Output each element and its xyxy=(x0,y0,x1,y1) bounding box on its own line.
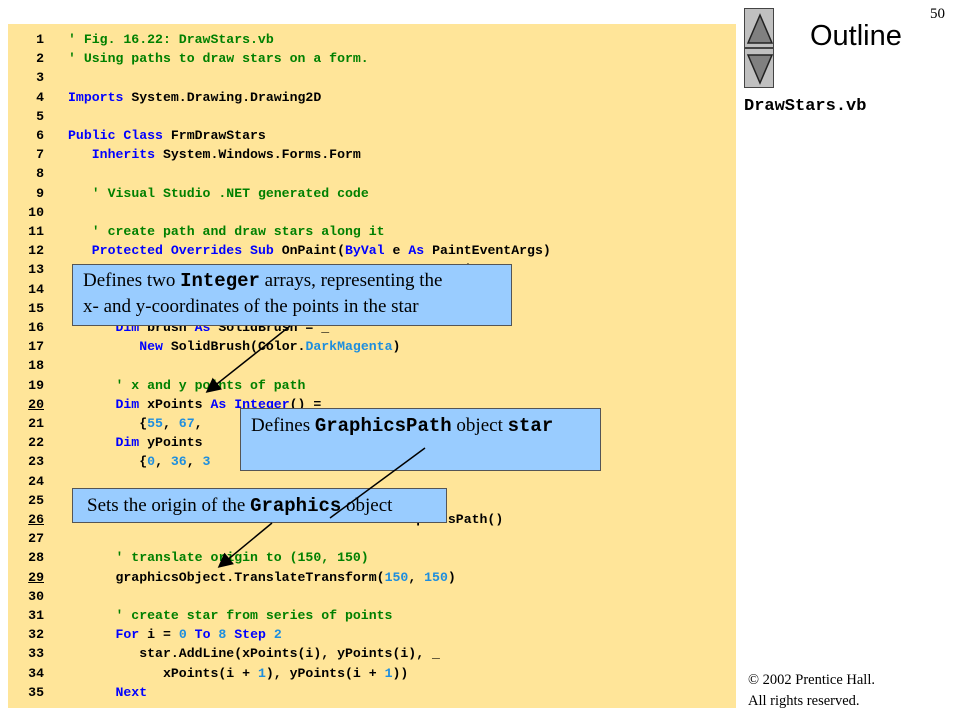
line-number: 18 xyxy=(28,358,44,374)
line-number: 11 xyxy=(28,224,44,239)
line-number: 19 xyxy=(28,377,44,393)
line-number: 16 xyxy=(28,320,44,335)
copyright-notice: © 2002 Prentice Hall. All rights reserve… xyxy=(748,670,875,712)
line-number: 6 xyxy=(36,128,44,143)
code-text: ' Visual Studio .NET generated code xyxy=(91,185,369,201)
line-number: 21 xyxy=(28,416,44,431)
line-number: 29 xyxy=(28,569,44,585)
code-text: star.AddLine(xPoints(i), yPoints(i), _ xyxy=(68,646,440,662)
code-text: ' create star from series of points xyxy=(115,608,393,623)
line-number: 1 xyxy=(36,32,44,47)
line-number: 25 xyxy=(28,492,44,508)
line-number: 3 xyxy=(36,70,44,86)
code-text: {0, 36, 3 xyxy=(68,454,211,470)
code-text: ' Fig. 16.22: DrawStars.vb xyxy=(68,32,274,47)
callout-integer-arrays: Defines two Integer arrays, representing… xyxy=(72,264,512,326)
code-text: ' Using paths to draw stars on a form. xyxy=(68,51,369,67)
callout-text: Sets the origin of the xyxy=(87,495,251,516)
line-number: 34 xyxy=(28,665,44,681)
line-number: 35 xyxy=(28,684,44,700)
triangle-up-icon xyxy=(746,13,774,44)
line-number: 9 xyxy=(36,185,44,201)
callout-graphics-path: Defines GraphicsPath object star xyxy=(240,408,601,471)
next-slide-button[interactable] xyxy=(744,48,774,88)
file-name: DrawStars.vb xyxy=(744,97,867,116)
previous-slide-button[interactable] xyxy=(744,8,774,48)
code-text: xPoints(i + 1), yPoints(i + 1)) xyxy=(68,665,409,681)
copyright-line: © 2002 Prentice Hall. xyxy=(748,672,875,688)
copyright-line: All rights reserved. xyxy=(748,693,860,709)
code-listing: 1 ' Fig. 16.22: DrawStars.vb 2 ' Using path… xyxy=(8,24,736,708)
line-number: 4 xyxy=(36,89,44,105)
triangle-down-icon xyxy=(746,54,774,85)
line-number: 17 xyxy=(28,339,44,355)
line-number: 24 xyxy=(28,473,44,489)
line-number: 31 xyxy=(28,608,44,623)
code-text: Imports System.Drawing.Drawing2D xyxy=(68,89,322,105)
code-text: ' create path and draw stars along it xyxy=(91,224,385,239)
code-text: New SolidBrush(Color.DarkMagenta) xyxy=(139,339,401,355)
line-number: 12 xyxy=(28,243,44,259)
line-number: 8 xyxy=(36,166,44,182)
code-text: For i = 0 To 8 Step 2 xyxy=(115,627,282,643)
code-text: Inherits System.Windows.Forms.Form xyxy=(91,147,361,163)
line-number: 2 xyxy=(36,51,44,67)
line-number: 23 xyxy=(28,454,44,470)
callout-code-term: Integer xyxy=(180,270,260,292)
page-number: 50 xyxy=(930,6,945,22)
callout-text: arrays, representing the xyxy=(259,270,443,291)
line-number: 32 xyxy=(28,627,44,643)
line-number: 30 xyxy=(28,588,44,604)
line-number: 5 xyxy=(36,108,44,124)
arrow-integer-arrays xyxy=(205,325,291,393)
code-text: Protected Overrides Sub OnPaint(ByVal e … xyxy=(91,243,551,259)
arrow-origin xyxy=(217,522,273,568)
line-number: 14 xyxy=(28,281,44,297)
line-number: 15 xyxy=(28,300,44,316)
code-text: Public Class FrmDrawStars xyxy=(68,128,266,143)
callout-text: x- and y-coordinates of the points in th… xyxy=(83,296,419,317)
callout-text: Defines two xyxy=(83,270,181,291)
line-number: 33 xyxy=(28,646,44,662)
line-number: 22 xyxy=(28,435,44,451)
outline-title: Outline xyxy=(810,20,902,52)
line-number: 20 xyxy=(28,396,44,412)
code-text: graphicsObject.TranslateTransform(150, 1… xyxy=(68,569,456,585)
line-number: 7 xyxy=(36,147,44,163)
line-number: 27 xyxy=(28,531,44,547)
code-text: Next xyxy=(115,684,148,700)
callout-text: Defines xyxy=(251,415,315,436)
callout-code-term: star xyxy=(507,415,554,437)
code-text: {55, 67, xyxy=(68,416,203,431)
line-number: 26 xyxy=(28,512,44,527)
arrow-graphics-path xyxy=(329,447,426,519)
line-number: 10 xyxy=(28,204,44,220)
line-number: 13 xyxy=(28,262,44,278)
code-text: Dim yPoints xyxy=(115,435,203,451)
callout-text: object xyxy=(451,415,508,436)
callout-origin: Sets the origin of the Graphics object xyxy=(72,488,447,523)
line-number: 28 xyxy=(28,550,44,566)
callout-code-term: GraphicsPath xyxy=(314,415,452,437)
callout-text: object xyxy=(341,495,393,516)
callout-code-term: Graphics xyxy=(250,495,342,517)
